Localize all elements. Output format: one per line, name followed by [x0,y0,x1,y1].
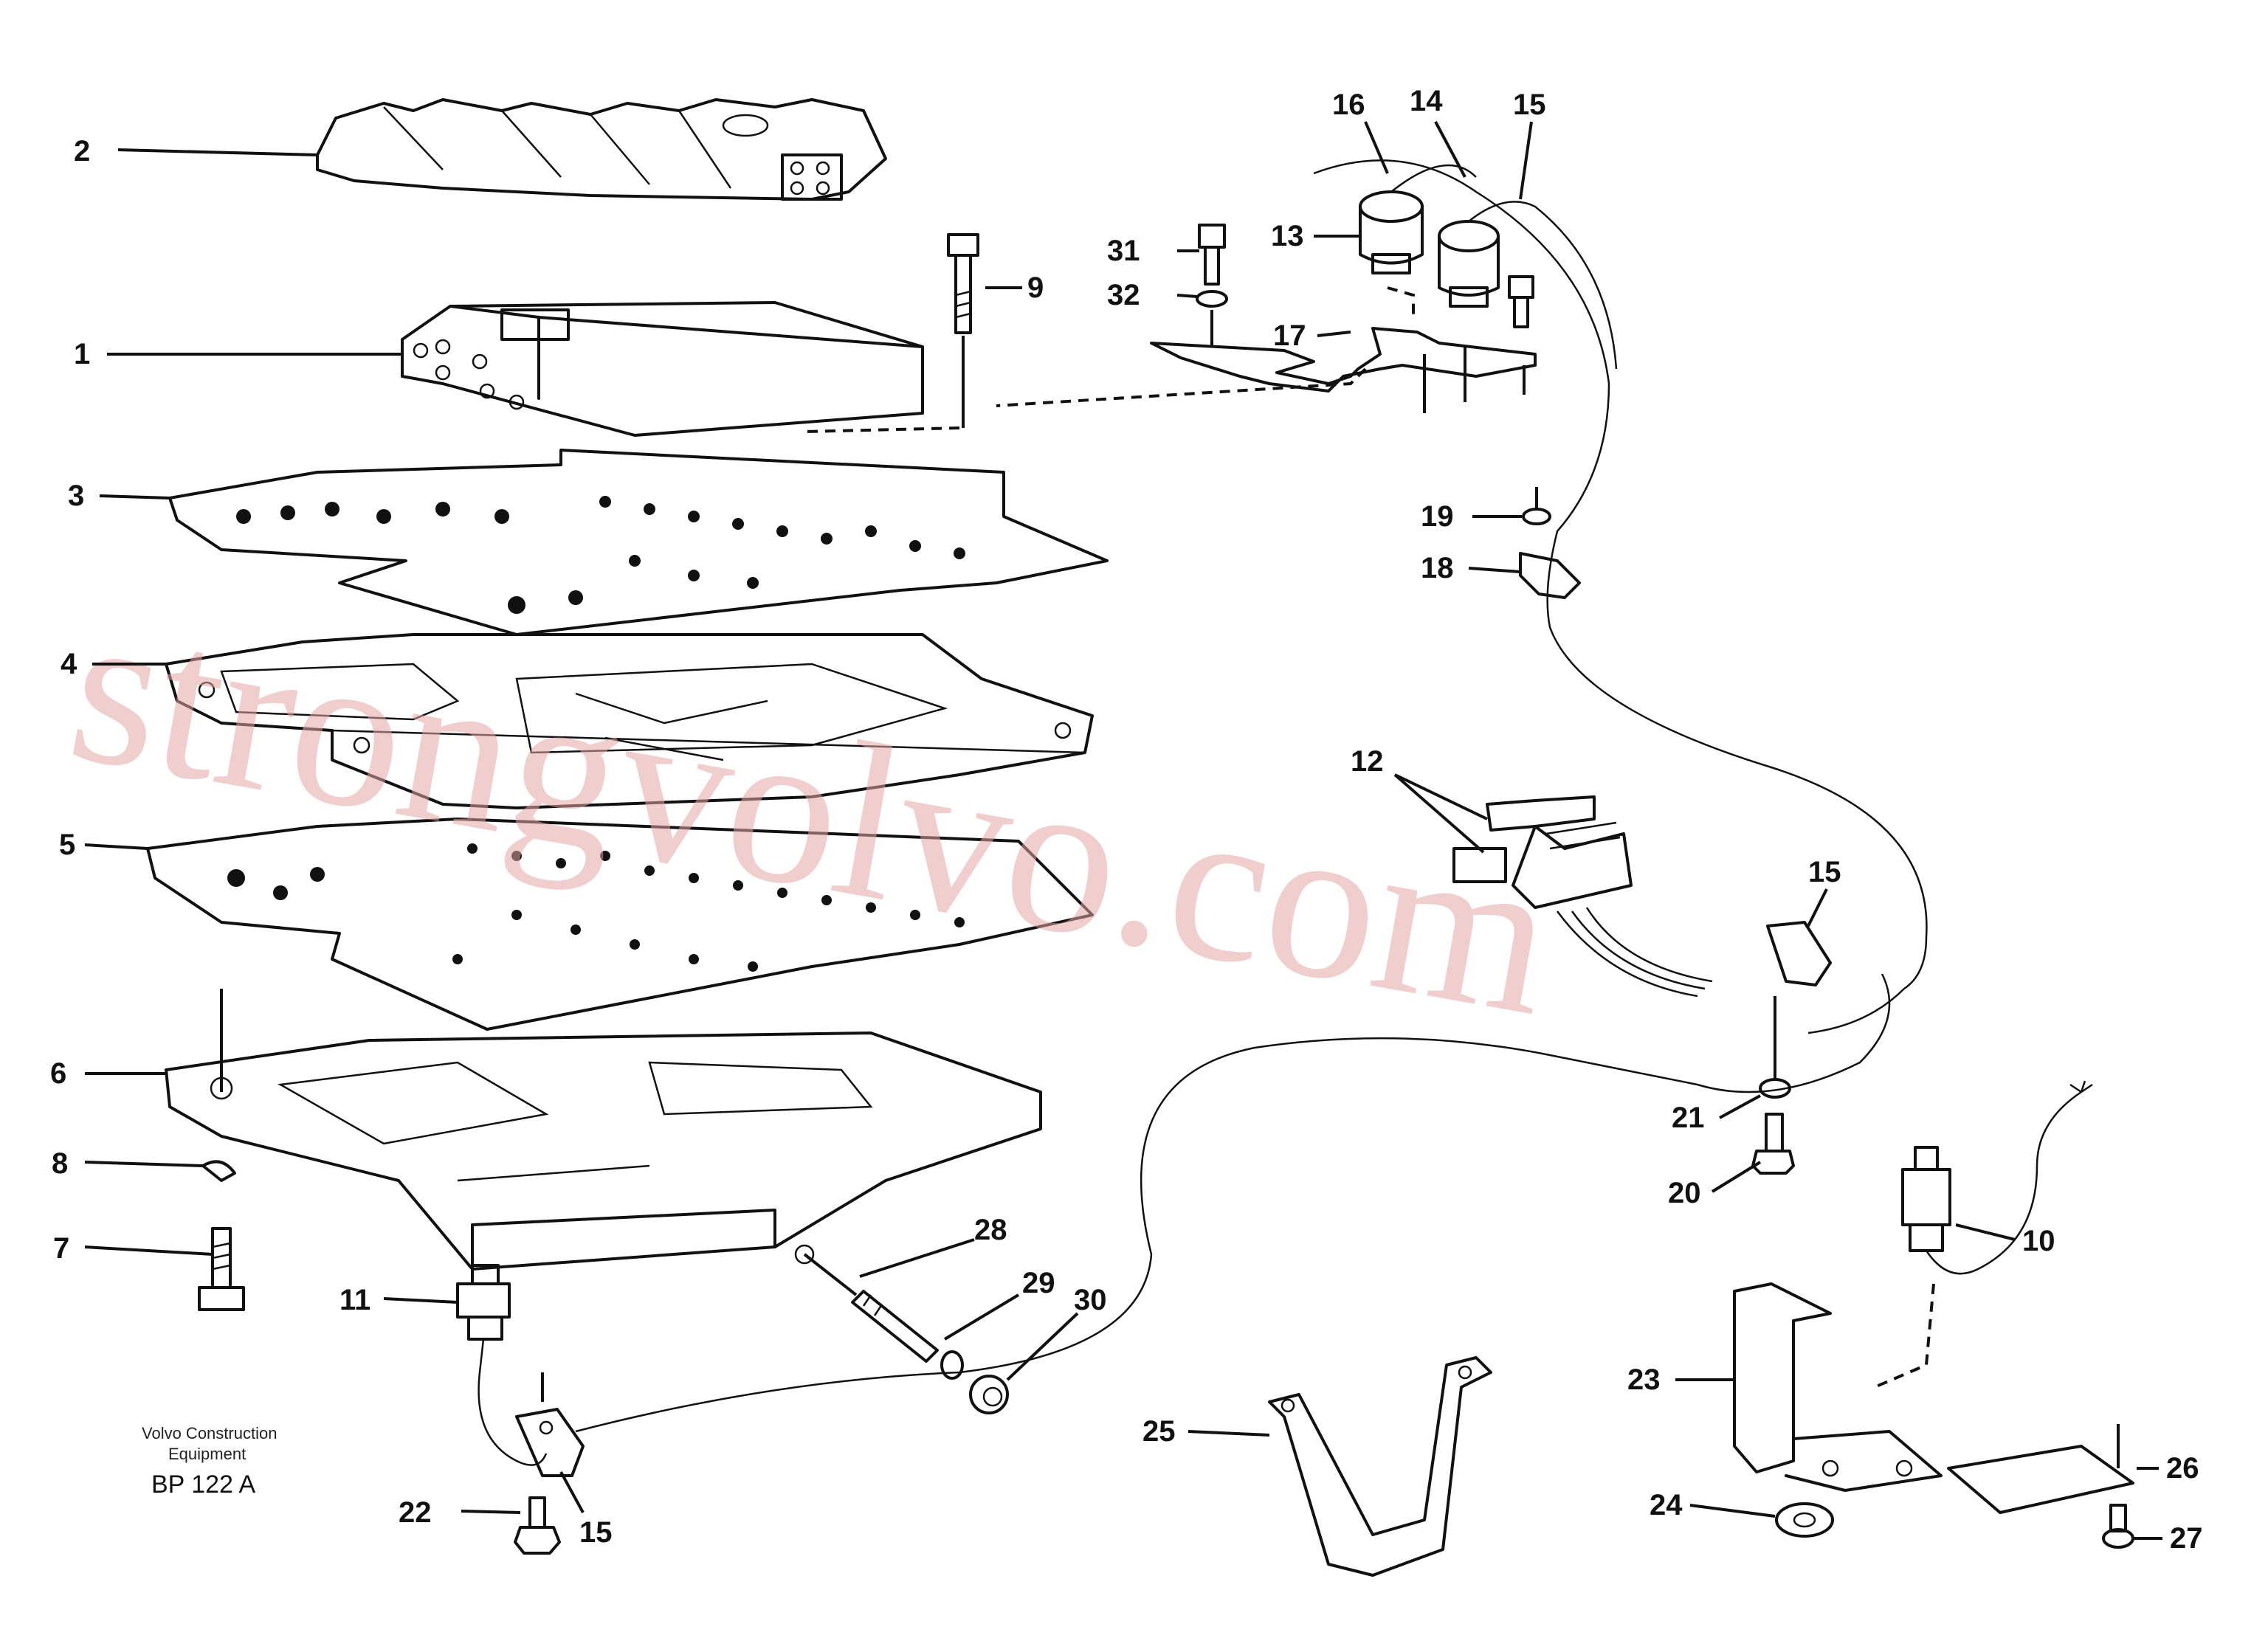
part-32-washer [1196,290,1228,347]
part-15-clamp-lower [515,1372,585,1477]
callout-20: 20 [1668,1177,1701,1209]
callout-10: 10 [2022,1225,2055,1257]
callout-15-top: 15 [1513,89,1546,121]
footer-credit: Volvo Construction Equipment BP 122 A [142,1424,277,1499]
footer-line-1: Volvo Construction [142,1424,277,1442]
part-29-o-ring [940,1350,964,1380]
part-21-washer [1759,1078,1791,1099]
part-13-solenoid [1359,164,1477,274]
callout-17: 17 [1273,319,1306,352]
part-30-plug [969,1375,1009,1414]
part-31-bolt [1198,224,1226,286]
part-17-bracket [996,286,1537,413]
callout-32: 32 [1107,279,1140,311]
callout-24: 24 [1650,1489,1683,1521]
callout-7: 7 [53,1232,69,1265]
callout-8: 8 [52,1147,68,1180]
plate-holes [227,843,965,972]
part-10-sensor [1874,1080,2093,1389]
part-6-bottom-plate [165,1031,1042,1271]
part-1-valve-housing [401,301,924,437]
part-8-washer [201,1160,236,1182]
wiring-harness [575,159,1928,1433]
part-23-bracket [1733,1282,1943,1492]
part-18-clamp [1519,552,1581,599]
plate-holes [236,496,965,614]
part-25-strap [1268,1356,1492,1577]
footer-line-2: Equipment [168,1445,246,1463]
leader-lines [84,121,2162,1540]
callout-1: 1 [74,338,90,370]
callout-11: 11 [339,1284,370,1316]
part-26-plate [1947,1424,2134,1514]
callout-numbers: 2 1 3 4 5 6 8 7 9 11 22 15 28 29 30 31 3… [50,85,2203,1555]
part-3-plate [168,449,1109,636]
callout-2: 2 [74,135,90,167]
part-4-intermediate-plate [165,633,1094,809]
callout-15-lower: 15 [579,1516,613,1549]
part-28-pin [803,1253,939,1363]
callout-6: 6 [50,1057,66,1090]
callout-19: 19 [1421,500,1454,533]
callout-3: 3 [68,480,84,512]
callout-22: 22 [399,1496,432,1529]
callout-12: 12 [1351,745,1384,778]
callout-29: 29 [1022,1267,1055,1299]
callout-30: 30 [1074,1284,1107,1316]
callout-16: 16 [1332,89,1365,121]
callout-27: 27 [2170,1522,2203,1555]
part-7-bolt [198,1227,245,1311]
part-2-cover [316,98,887,201]
part-22-bolt [514,1496,561,1555]
callout-21: 21 [1672,1102,1705,1134]
part-11-sensor [456,1264,548,1466]
callout-23: 23 [1627,1364,1661,1396]
part-14-solenoid [1438,201,1536,308]
callout-13: 13 [1271,220,1304,252]
part-24-nut [1775,1502,1834,1538]
callout-26: 26 [2166,1452,2199,1485]
part-12-connector [1452,795,1713,998]
callout-5: 5 [59,829,75,861]
callout-18: 18 [1421,552,1454,584]
part-15-clamp-middle [1766,921,1832,1081]
callout-14: 14 [1410,85,1443,117]
footer-code: BP 122 A [151,1471,255,1499]
callout-28: 28 [974,1214,1007,1246]
part-27-screw [2102,1504,2134,1549]
part-19-grommet [1522,487,1551,525]
callout-31: 31 [1107,235,1140,267]
callout-25: 25 [1142,1415,1176,1448]
callout-4: 4 [61,648,77,680]
callout-9: 9 [1027,272,1044,304]
part-bolt-small [1508,275,1534,328]
part-5-plate [146,818,1094,1092]
part-9-bolt [804,233,979,433]
watermark: strongvolvo.com [55,561,1570,1062]
callout-15-middle: 15 [1808,856,1841,888]
